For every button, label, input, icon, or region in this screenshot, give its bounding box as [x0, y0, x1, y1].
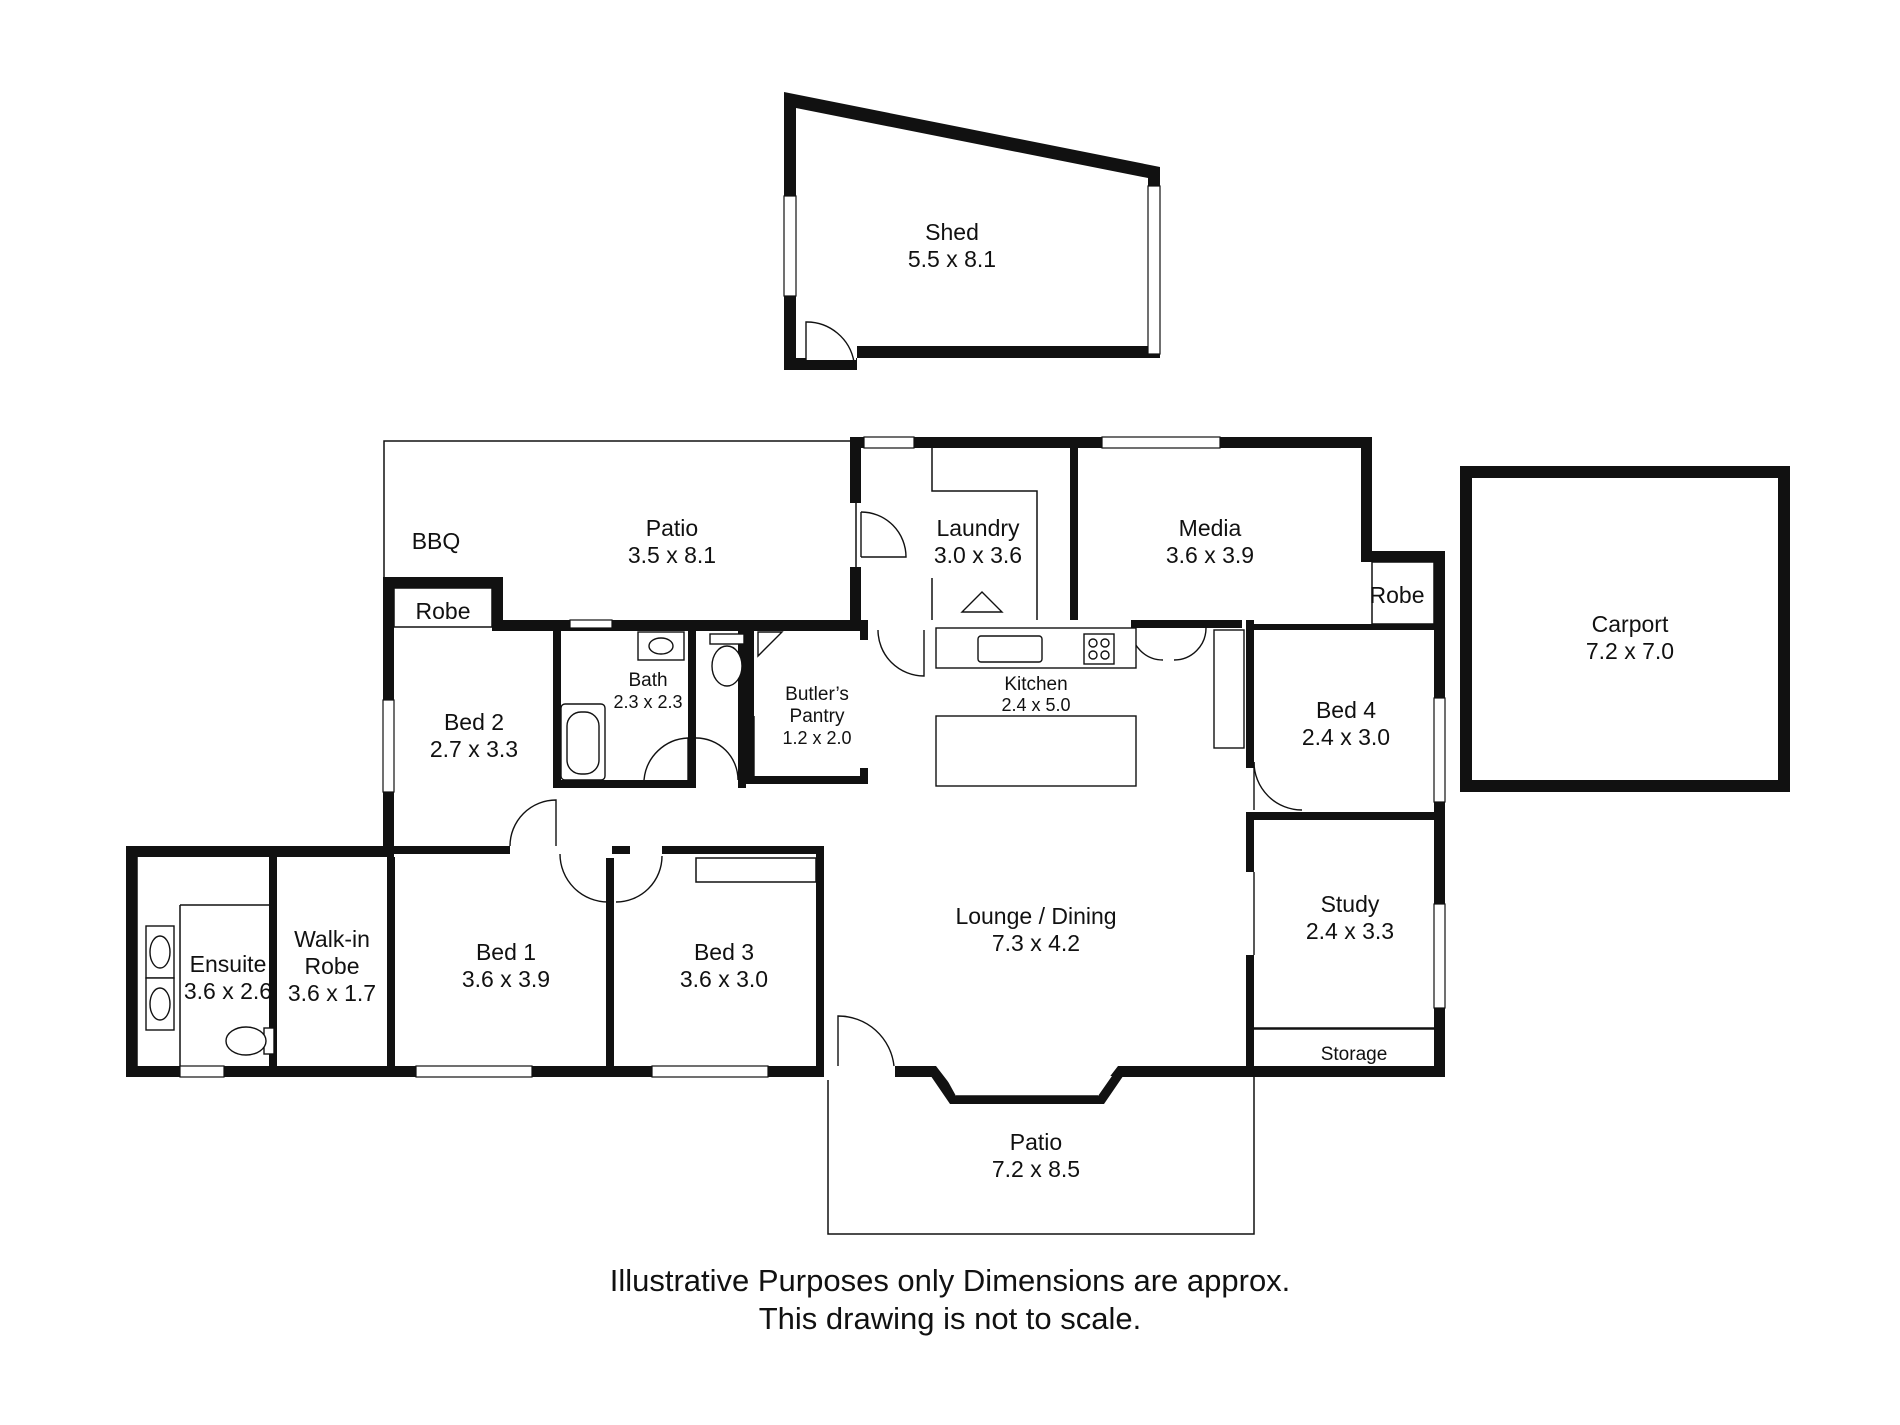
pantry-sink-icon [757, 631, 784, 658]
cooktop-icon [1083, 633, 1115, 665]
robe-bed2-label: Robe [416, 598, 471, 624]
shed-dim: 5.5 x 8.1 [908, 246, 996, 272]
walkin-robe-label-1: Walk-in [294, 926, 370, 952]
robe-bed4-outline [1371, 561, 1435, 625]
bath-dim: 2.3 x 2.3 [613, 692, 682, 712]
bath-label: Bath [628, 670, 667, 691]
bed2-dim: 2.7 x 3.3 [430, 736, 518, 762]
bed2-label: Bed 2 [444, 709, 504, 735]
laundry-cupboard [931, 448, 1038, 620]
butlers-pantry-label-1: Butler’s [785, 684, 849, 705]
shed-door [805, 321, 855, 363]
robe-bed3-outline [695, 857, 817, 883]
bed3-label: Bed 3 [694, 939, 754, 965]
butlers-pantry-dim: 1.2 x 2.0 [782, 728, 851, 748]
kitchen-label: Kitchen [1004, 674, 1067, 695]
doors [509, 511, 1303, 1067]
shed-window-left [783, 195, 797, 297]
study-dim: 2.4 x 3.3 [1306, 918, 1394, 944]
media-label: Media [1179, 515, 1242, 541]
fixtures [145, 591, 1137, 1056]
lounge-dining-dim: 7.3 x 4.2 [992, 930, 1080, 956]
disclaimer-line-2: This drawing is not to scale. [758, 1301, 1142, 1336]
lounge-dining-label: Lounge / Dining [955, 903, 1116, 929]
bed1-label: Bed 1 [476, 939, 536, 965]
front-patio-outline [827, 1076, 1255, 1235]
ensuite-label: Ensuite [190, 951, 267, 977]
media-dim: 3.6 x 3.9 [1166, 542, 1254, 568]
patio-rear-label: Patio [646, 515, 698, 541]
sink-icon [977, 635, 1043, 663]
kitchen-island [935, 715, 1137, 787]
bed4-dim: 2.4 x 3.0 [1302, 724, 1390, 750]
patio-front-dim: 7.2 x 8.5 [992, 1156, 1080, 1182]
bed4-label: Bed 4 [1316, 697, 1376, 723]
patio-rear-dim: 3.5 x 8.1 [628, 542, 716, 568]
laundry-label: Laundry [936, 515, 1020, 541]
bay-window [924, 1066, 1130, 1104]
shed-structure [783, 92, 1161, 370]
carport-structure [1460, 466, 1790, 792]
kitchen-dim: 2.4 x 5.0 [1001, 695, 1070, 715]
wc-cistern [709, 633, 745, 645]
butlers-pantry-label-2: Pantry [790, 706, 845, 727]
disclaimer-line-1: Illustrative Purposes only Dimensions ar… [609, 1263, 1291, 1298]
toilet-icon [711, 645, 743, 687]
robe-bed2-outline [393, 587, 493, 628]
walkin-robe-dim: 3.6 x 1.7 [288, 980, 376, 1006]
rear-patio-outline [383, 440, 857, 620]
ensuite-toilet-icon [225, 1026, 267, 1056]
disclaimer: Illustrative Purposes only Dimensions ar… [0, 1262, 1900, 1338]
labels: Shed 5.5 x 8.1 BBQ Patio 3.5 x 8.1 Laund… [184, 219, 1674, 1182]
robe-bed4-label: Robe [1370, 582, 1425, 608]
windows [179, 436, 1446, 1078]
bed4-cabinet [1213, 629, 1245, 749]
laundry-dim: 3.0 x 3.6 [934, 542, 1022, 568]
shed-window-right [1147, 185, 1161, 355]
bed1-dim: 3.6 x 3.9 [462, 966, 550, 992]
patio-front-label: Patio [1010, 1129, 1062, 1155]
study-label: Study [1321, 891, 1380, 917]
laundry-trough-icon [960, 591, 1004, 613]
ensuite-dim: 3.6 x 2.6 [184, 978, 272, 1004]
carport-dim: 7.2 x 7.0 [1586, 638, 1674, 664]
bed3-dim: 3.6 x 3.0 [680, 966, 768, 992]
walkin-robe-label-2: Robe [305, 953, 360, 979]
carport-label: Carport [1592, 611, 1669, 637]
storage-label: Storage [1321, 1044, 1388, 1065]
shed-label: Shed [925, 219, 979, 245]
bbq-label: BBQ [412, 528, 461, 554]
